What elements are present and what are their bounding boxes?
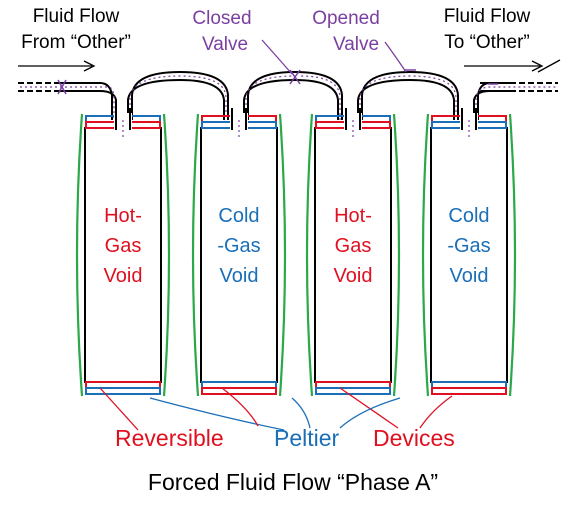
inflow-arrowhead — [83, 60, 96, 72]
void-label-line2: Gas — [335, 235, 372, 257]
pipe-port — [231, 108, 247, 130]
void-label-line2: -Gas — [217, 235, 260, 257]
void-label-line1: Cold — [448, 205, 489, 227]
pipe-arch-3-inner — [357, 78, 455, 120]
void-label-line1: Hot- — [104, 205, 142, 227]
void-label-line3: Void — [220, 265, 259, 287]
pipe-port — [115, 108, 131, 130]
void-label-line3: Void — [334, 265, 373, 287]
pipe-port — [345, 108, 361, 130]
pipe-arch-4-outer — [477, 82, 491, 120]
peltier-pointer-red-1 — [99, 387, 139, 431]
peltier-pointer-blue-1 — [149, 397, 285, 431]
peltier-pointer-blue-3 — [339, 397, 401, 429]
closed-valve-marker — [289, 69, 301, 85]
pipe-arch-1-inner — [99, 78, 225, 120]
peltier-device-bottom-outer — [315, 387, 391, 395]
closed-valve-line2: Valve — [202, 34, 248, 55]
fluid-flow-to-line1: Fluid Flow — [444, 6, 531, 27]
outflow-arrowhead — [531, 60, 544, 72]
outer-shell — [191, 113, 287, 397]
legend-peltier: Peltier — [274, 425, 340, 451]
pipe-arch-2-outer — [247, 70, 343, 120]
pipe-arch-3-outer — [361, 70, 459, 120]
fluid-flow-from-line1: Fluid Flow — [33, 6, 120, 27]
void-label-line1: Hot- — [334, 205, 372, 227]
opened-valve-line1: Opened — [312, 8, 380, 29]
void-label-line3: Void — [450, 265, 489, 287]
opened-valve-line2: Valve — [333, 34, 379, 55]
figure-caption: Forced Fluid Flow “Phase A” — [148, 469, 438, 495]
peltier-pointer-red-4 — [419, 395, 453, 429]
pipe-network — [18, 70, 558, 120]
void-label-line3: Void — [104, 265, 143, 287]
pipe-arch-2-inner — [243, 78, 339, 120]
legend-reversible: Reversible — [115, 425, 224, 451]
pipe-port — [461, 108, 477, 130]
fluid-flow-to-line2: To “Other” — [444, 32, 530, 53]
closed-valve-line1: Closed — [192, 8, 251, 29]
void-label-line2: -Gas — [447, 235, 490, 257]
annotation-pointers — [18, 39, 561, 431]
opened-valve-pointer — [384, 41, 407, 73]
outflow-tail — [537, 59, 561, 73]
peltier-device-bottom-outer — [201, 387, 277, 395]
closed-valve-marker-left — [57, 79, 67, 95]
fluid-flow-dots — [20, 75, 556, 120]
outer-shell — [305, 113, 401, 397]
text-labels: Fluid Flow From “Other” Closed Valve Ope… — [21, 6, 530, 495]
outer-shell — [421, 113, 517, 397]
peltier-device-bottom-outer — [431, 387, 507, 395]
peltier-pointer-red-2 — [221, 387, 259, 427]
void-label-line2: Gas — [105, 235, 142, 257]
legend-devices: Devices — [373, 425, 455, 451]
peltier-pointer-blue-2 — [291, 397, 311, 429]
closed-valve-pointer — [261, 39, 293, 75]
valve-markers — [57, 69, 498, 95]
outer-shell — [75, 113, 171, 397]
fluid-flow-from-line2: From “Other” — [21, 32, 131, 53]
void-label-line1: Cold — [218, 205, 259, 227]
peltier-device-bottom-outer — [85, 387, 161, 395]
pipe-arch-4-inner — [473, 90, 491, 120]
